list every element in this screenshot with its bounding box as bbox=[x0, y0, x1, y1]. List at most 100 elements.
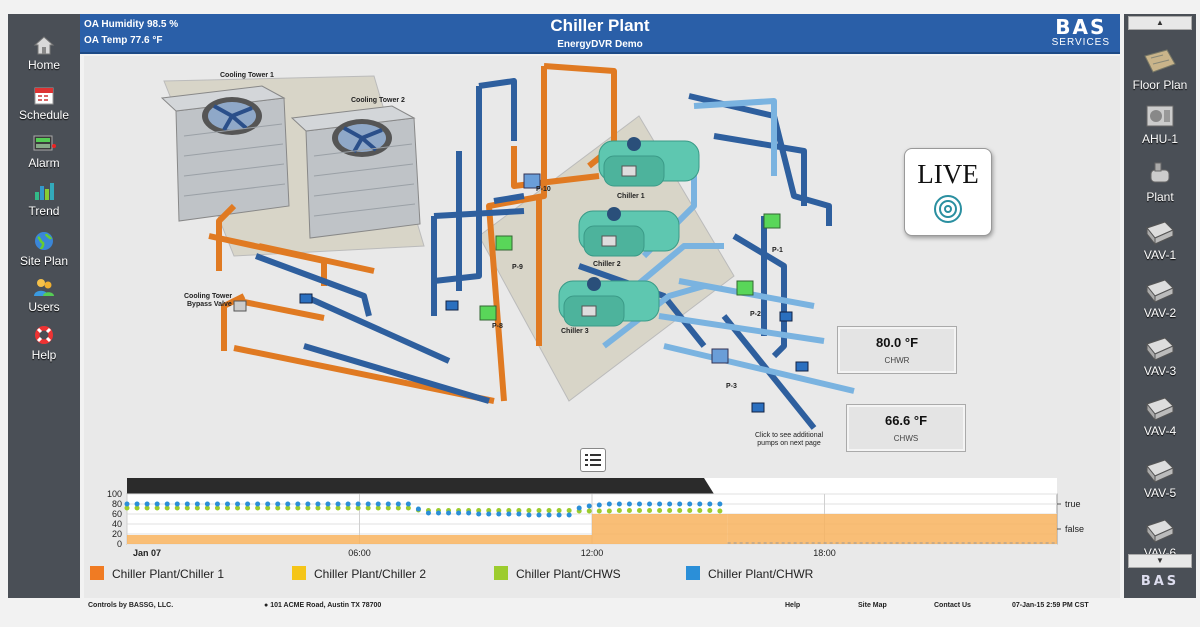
footer-contact-link[interactable]: Contact Us bbox=[934, 602, 971, 609]
temp-sensor-4[interactable] bbox=[795, 361, 809, 372]
chwr-point bbox=[124, 501, 130, 507]
main-panel: Cooling Tower 1 Cooling Tower 2 bbox=[84, 56, 1120, 598]
pump-p3[interactable] bbox=[711, 348, 729, 364]
nav-alarm[interactable]: Alarm bbox=[8, 132, 80, 170]
footer-bar: Controls by BASSG, LLC. ● 101 ACME Road,… bbox=[0, 598, 1200, 618]
chwr-point bbox=[405, 501, 411, 507]
legend-chws-label: Chiller Plant/CHWS bbox=[516, 567, 621, 581]
scroll-down-button[interactable]: ▼ bbox=[1128, 554, 1192, 568]
chwr-point bbox=[536, 512, 542, 518]
pump-p10[interactable] bbox=[523, 173, 541, 189]
footer-datetime: 07-Jan-15 2:59 PM CST bbox=[1012, 602, 1089, 609]
rnav-vav-5[interactable]: VAV-5 bbox=[1124, 456, 1196, 500]
cooling-tower-2-label: Cooling Tower 2 bbox=[351, 97, 405, 104]
page-subtitle: EnergyDVR Demo bbox=[557, 39, 643, 50]
legend-chws[interactable]: Chiller Plant/CHWS bbox=[494, 566, 621, 582]
legend-chiller-1[interactable]: Chiller Plant/Chiller 1 bbox=[90, 566, 224, 582]
plant-icon bbox=[1150, 162, 1170, 183]
chwr-point bbox=[556, 512, 562, 518]
pump-p9[interactable] bbox=[495, 235, 513, 251]
pump-p8[interactable] bbox=[479, 305, 497, 321]
chwr-point bbox=[385, 501, 391, 507]
footer-site-map-link[interactable]: Site Map bbox=[858, 602, 887, 609]
chwr-point bbox=[586, 503, 592, 509]
legend-chwr[interactable]: Chiller Plant/CHWR bbox=[686, 566, 813, 582]
chws-point bbox=[265, 505, 271, 511]
bypass-valve[interactable] bbox=[233, 300, 247, 312]
chwr-point bbox=[164, 501, 170, 507]
rnav-vav-1[interactable]: VAV-1 bbox=[1124, 218, 1196, 262]
pump-p1[interactable] bbox=[763, 213, 781, 229]
chwr-point bbox=[516, 511, 522, 517]
nav-users[interactable]: Users bbox=[8, 276, 80, 314]
chws-point bbox=[154, 505, 160, 511]
rnav-ahu-1[interactable]: AHU-1 bbox=[1124, 102, 1196, 146]
chwr-point bbox=[626, 501, 632, 507]
rnav-vav-3-label: VAV-3 bbox=[1143, 364, 1177, 378]
rnav-plant[interactable]: Plant bbox=[1124, 160, 1196, 204]
chiller-3 bbox=[558, 277, 660, 327]
nav-schedule[interactable]: Schedule bbox=[8, 84, 80, 122]
pump-p2-label: P-2 bbox=[750, 311, 761, 318]
footer-help-link[interactable]: Help bbox=[785, 602, 801, 609]
target-icon bbox=[934, 195, 962, 223]
x-tick-label: 06:00 bbox=[348, 548, 371, 558]
chws-value: 66.6 °F bbox=[884, 413, 928, 428]
temp-sensor-1[interactable] bbox=[299, 293, 313, 304]
list-view-button[interactable] bbox=[580, 448, 606, 472]
nav-trend[interactable]: Trend bbox=[8, 180, 80, 218]
chws-point bbox=[204, 505, 210, 511]
left-nav: Home Schedule Alarm Trend Site Plan User… bbox=[8, 14, 80, 598]
chwr-point bbox=[214, 501, 220, 507]
trend-marks bbox=[124, 501, 1057, 544]
chws-point bbox=[556, 508, 562, 513]
right-tick-label-false: false bbox=[1065, 524, 1084, 534]
chws-point bbox=[224, 505, 230, 511]
pump-p3-label: P-3 bbox=[726, 383, 737, 390]
pump-p2[interactable] bbox=[736, 280, 754, 296]
chwr-point bbox=[224, 501, 230, 507]
nav-home[interactable]: Home bbox=[8, 34, 80, 72]
legend-chiller-2[interactable]: Chiller Plant/Chiller 2 bbox=[292, 566, 426, 582]
chwr-point bbox=[616, 501, 622, 507]
scroll-up-button[interactable]: ▲ bbox=[1128, 16, 1192, 30]
live-button[interactable]: LIVE bbox=[904, 148, 992, 236]
chws-point bbox=[626, 508, 632, 513]
nav-site-plan[interactable]: Site Plan bbox=[8, 230, 80, 268]
vav-icon bbox=[1146, 397, 1174, 422]
chws-point bbox=[235, 505, 241, 511]
chwr-point bbox=[647, 501, 653, 507]
chwr-point bbox=[687, 501, 693, 507]
chws-point bbox=[275, 505, 281, 511]
chwr-point bbox=[194, 501, 200, 507]
bas-logo-subtext: SERVICES bbox=[1051, 37, 1110, 48]
footer-controls: Controls by BASSG, LLC. bbox=[88, 602, 174, 609]
temp-sensor-2[interactable] bbox=[445, 300, 459, 311]
nav-help[interactable]: Help bbox=[8, 324, 80, 362]
cooling-tower-1-label: Cooling Tower 1 bbox=[220, 72, 274, 79]
rnav-vav-3[interactable]: VAV-3 bbox=[1124, 334, 1196, 378]
additional-pumps-link[interactable]: Click to see additional pumps on next pa… bbox=[754, 432, 824, 447]
chwr-point bbox=[235, 501, 241, 507]
temp-sensor-3[interactable] bbox=[779, 311, 793, 322]
chws-point bbox=[596, 508, 602, 514]
nav-home-label: Home bbox=[27, 58, 60, 72]
nav-trend-label: Trend bbox=[28, 204, 60, 218]
rnav-vav-6[interactable]: VAV-6 bbox=[1124, 516, 1196, 554]
floor-plan-icon bbox=[1144, 49, 1176, 73]
rnav-floor-plan[interactable]: Floor Plan bbox=[1124, 48, 1196, 92]
oa-humidity: OA Humidity 98.5 % bbox=[84, 19, 179, 30]
live-label: LIVE bbox=[917, 159, 979, 189]
rnav-vav-2[interactable]: VAV-2 bbox=[1124, 276, 1196, 320]
chws-point bbox=[526, 508, 532, 513]
nav-schedule-label: Schedule bbox=[18, 108, 70, 122]
chwr-point bbox=[144, 501, 150, 507]
nav-help-label: Help bbox=[31, 348, 57, 362]
chws-point bbox=[305, 505, 311, 511]
temp-sensor-5[interactable] bbox=[751, 402, 765, 413]
cooling-tower-2 bbox=[290, 105, 421, 239]
rnav-vav-4[interactable]: VAV-4 bbox=[1124, 394, 1196, 438]
chwr-point bbox=[526, 512, 532, 518]
